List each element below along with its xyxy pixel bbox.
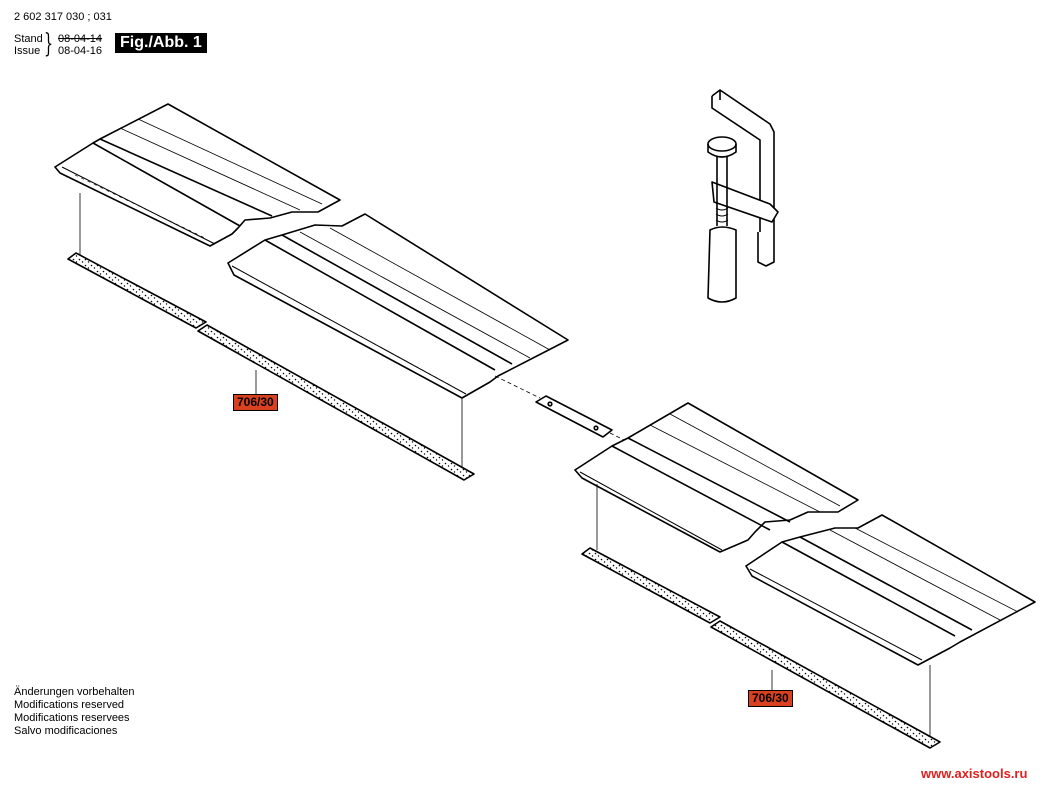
clamp-icon [707,89,779,303]
guide-rail-section-1 [54,103,341,247]
part-callout: 706/30 [748,690,793,707]
part-number: 2 602 317 030 ; 031 [14,11,112,23]
stand-label: Stand [14,33,43,45]
guide-rail-section-3 [574,402,859,553]
anti-slip-strip-1b [197,324,475,481]
leader-lines [79,193,931,740]
note-line: Modifications reservees [14,712,130,724]
rail-connector [494,375,631,444]
modification-notes: Änderungen vorbehalten Modifications res… [14,686,134,738]
brace-icon: } [44,29,54,59]
issue-date: 08-04-16 [58,45,103,57]
part-callout: 706/30 [233,394,278,411]
stand-date: 08-04-14 [58,33,103,45]
website-link[interactable]: www.axistools.ru [921,766,1028,781]
note-line: Modifications reserved [14,699,125,711]
guide-rail-section-2 [227,213,569,399]
anti-slip-strip-2a [581,547,721,624]
note-line: Änderungen vorbehalten [14,686,135,698]
guide-rail-section-4 [745,514,1036,666]
note-line: Salvo modificaciones [14,725,118,737]
figure-label: Fig./Abb. 1 [115,33,207,53]
anti-slip-strip-2b [710,620,941,749]
anti-slip-strip-1a [67,252,207,329]
issue-label: Issue [14,45,41,57]
